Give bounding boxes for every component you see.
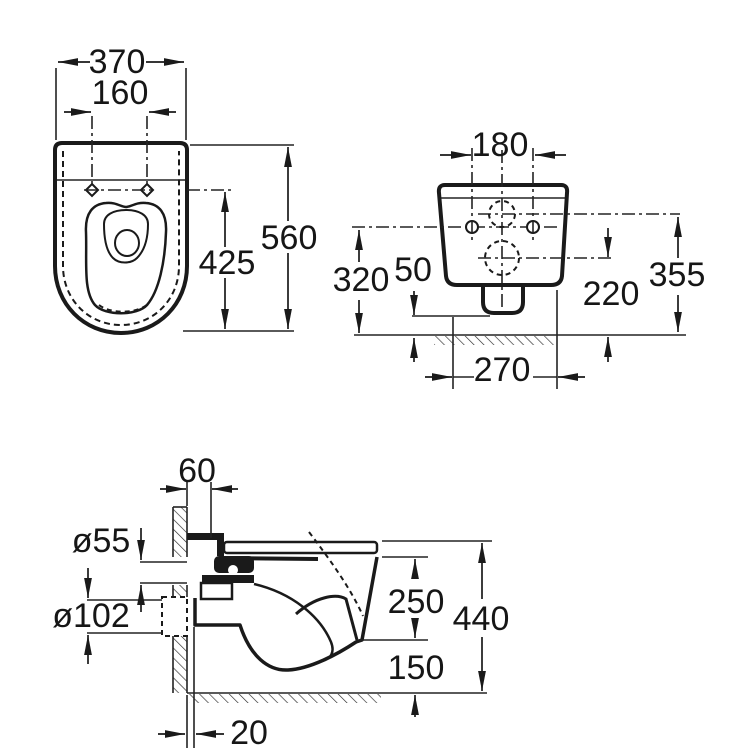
dim-plan-overall-width: 370 (89, 43, 146, 81)
plan-inner-dashed-outline (62, 151, 180, 327)
hinge-block (214, 556, 254, 573)
dim-front-fixing-spacing: 180 (472, 126, 529, 164)
plan-fixing-hole-right (139, 182, 155, 198)
front-view: 180 320 50 220 355 270 (333, 126, 706, 389)
wall-hatch (173, 636, 187, 693)
dim-front-body-width: 270 (474, 351, 531, 389)
plan-view: 370 160 560 425 (53, 43, 318, 335)
front-inlet-circle (488, 200, 516, 228)
mounting-bracket-top (187, 533, 224, 540)
ground-hatch (189, 694, 381, 703)
dim-side-underside-to-floor: 150 (388, 649, 445, 687)
dim-side-outlet-diameter: ø102 (52, 597, 130, 635)
front-body-outline (436, 183, 570, 287)
floor-hatch (434, 336, 554, 345)
plan-body-outline (53, 141, 189, 335)
raised-lid-dashed-arc (308, 531, 364, 617)
wall-hatch (173, 585, 187, 597)
dim-front-outlet-gap: 50 (394, 251, 432, 289)
dim-side-overall-height: 440 (453, 600, 510, 638)
plan-sump-outline (102, 208, 150, 264)
dim-plan-fixing-spacing: 160 (92, 74, 149, 112)
dim-plan-hinge-to-front: 425 (199, 244, 256, 282)
dim-side-wall-to-hinge: 60 (178, 452, 216, 490)
plan-water-spot (114, 229, 140, 257)
bowl-outer-profile (193, 556, 379, 672)
side-view: 60 ø55 ø102 250 440 150 20 (52, 452, 509, 750)
front-outlet-pipe (481, 284, 525, 315)
dim-front-floor-to-outlet: 220 (583, 275, 640, 313)
bowl-inner-front-edge (295, 594, 359, 641)
dim-side-inlet-diameter: ø55 (72, 522, 131, 560)
mounting-bracket-step (217, 540, 224, 556)
dim-front-floor-to-inlet: 355 (649, 256, 706, 294)
hinge-pin (228, 565, 238, 575)
plan-bowl-opening (84, 201, 168, 315)
front-outlet-circle (484, 240, 520, 276)
dim-plan-overall-depth: 560 (261, 219, 318, 257)
wall-hatch (173, 507, 187, 557)
bowl-trap-curve (253, 582, 334, 663)
dim-front-floor-to-fixing: 320 (333, 261, 390, 299)
inlet-socket-bar (202, 575, 254, 583)
seat-lid-bar (222, 540, 379, 555)
outlet-pipe-dashed (161, 596, 188, 637)
dim-side-rim-to-underside: 250 (388, 583, 445, 621)
plan-bowl-hidden-edge (98, 303, 149, 313)
outlet-socket-block (199, 581, 234, 601)
dim-side-wall-clearance: 20 (230, 714, 268, 750)
